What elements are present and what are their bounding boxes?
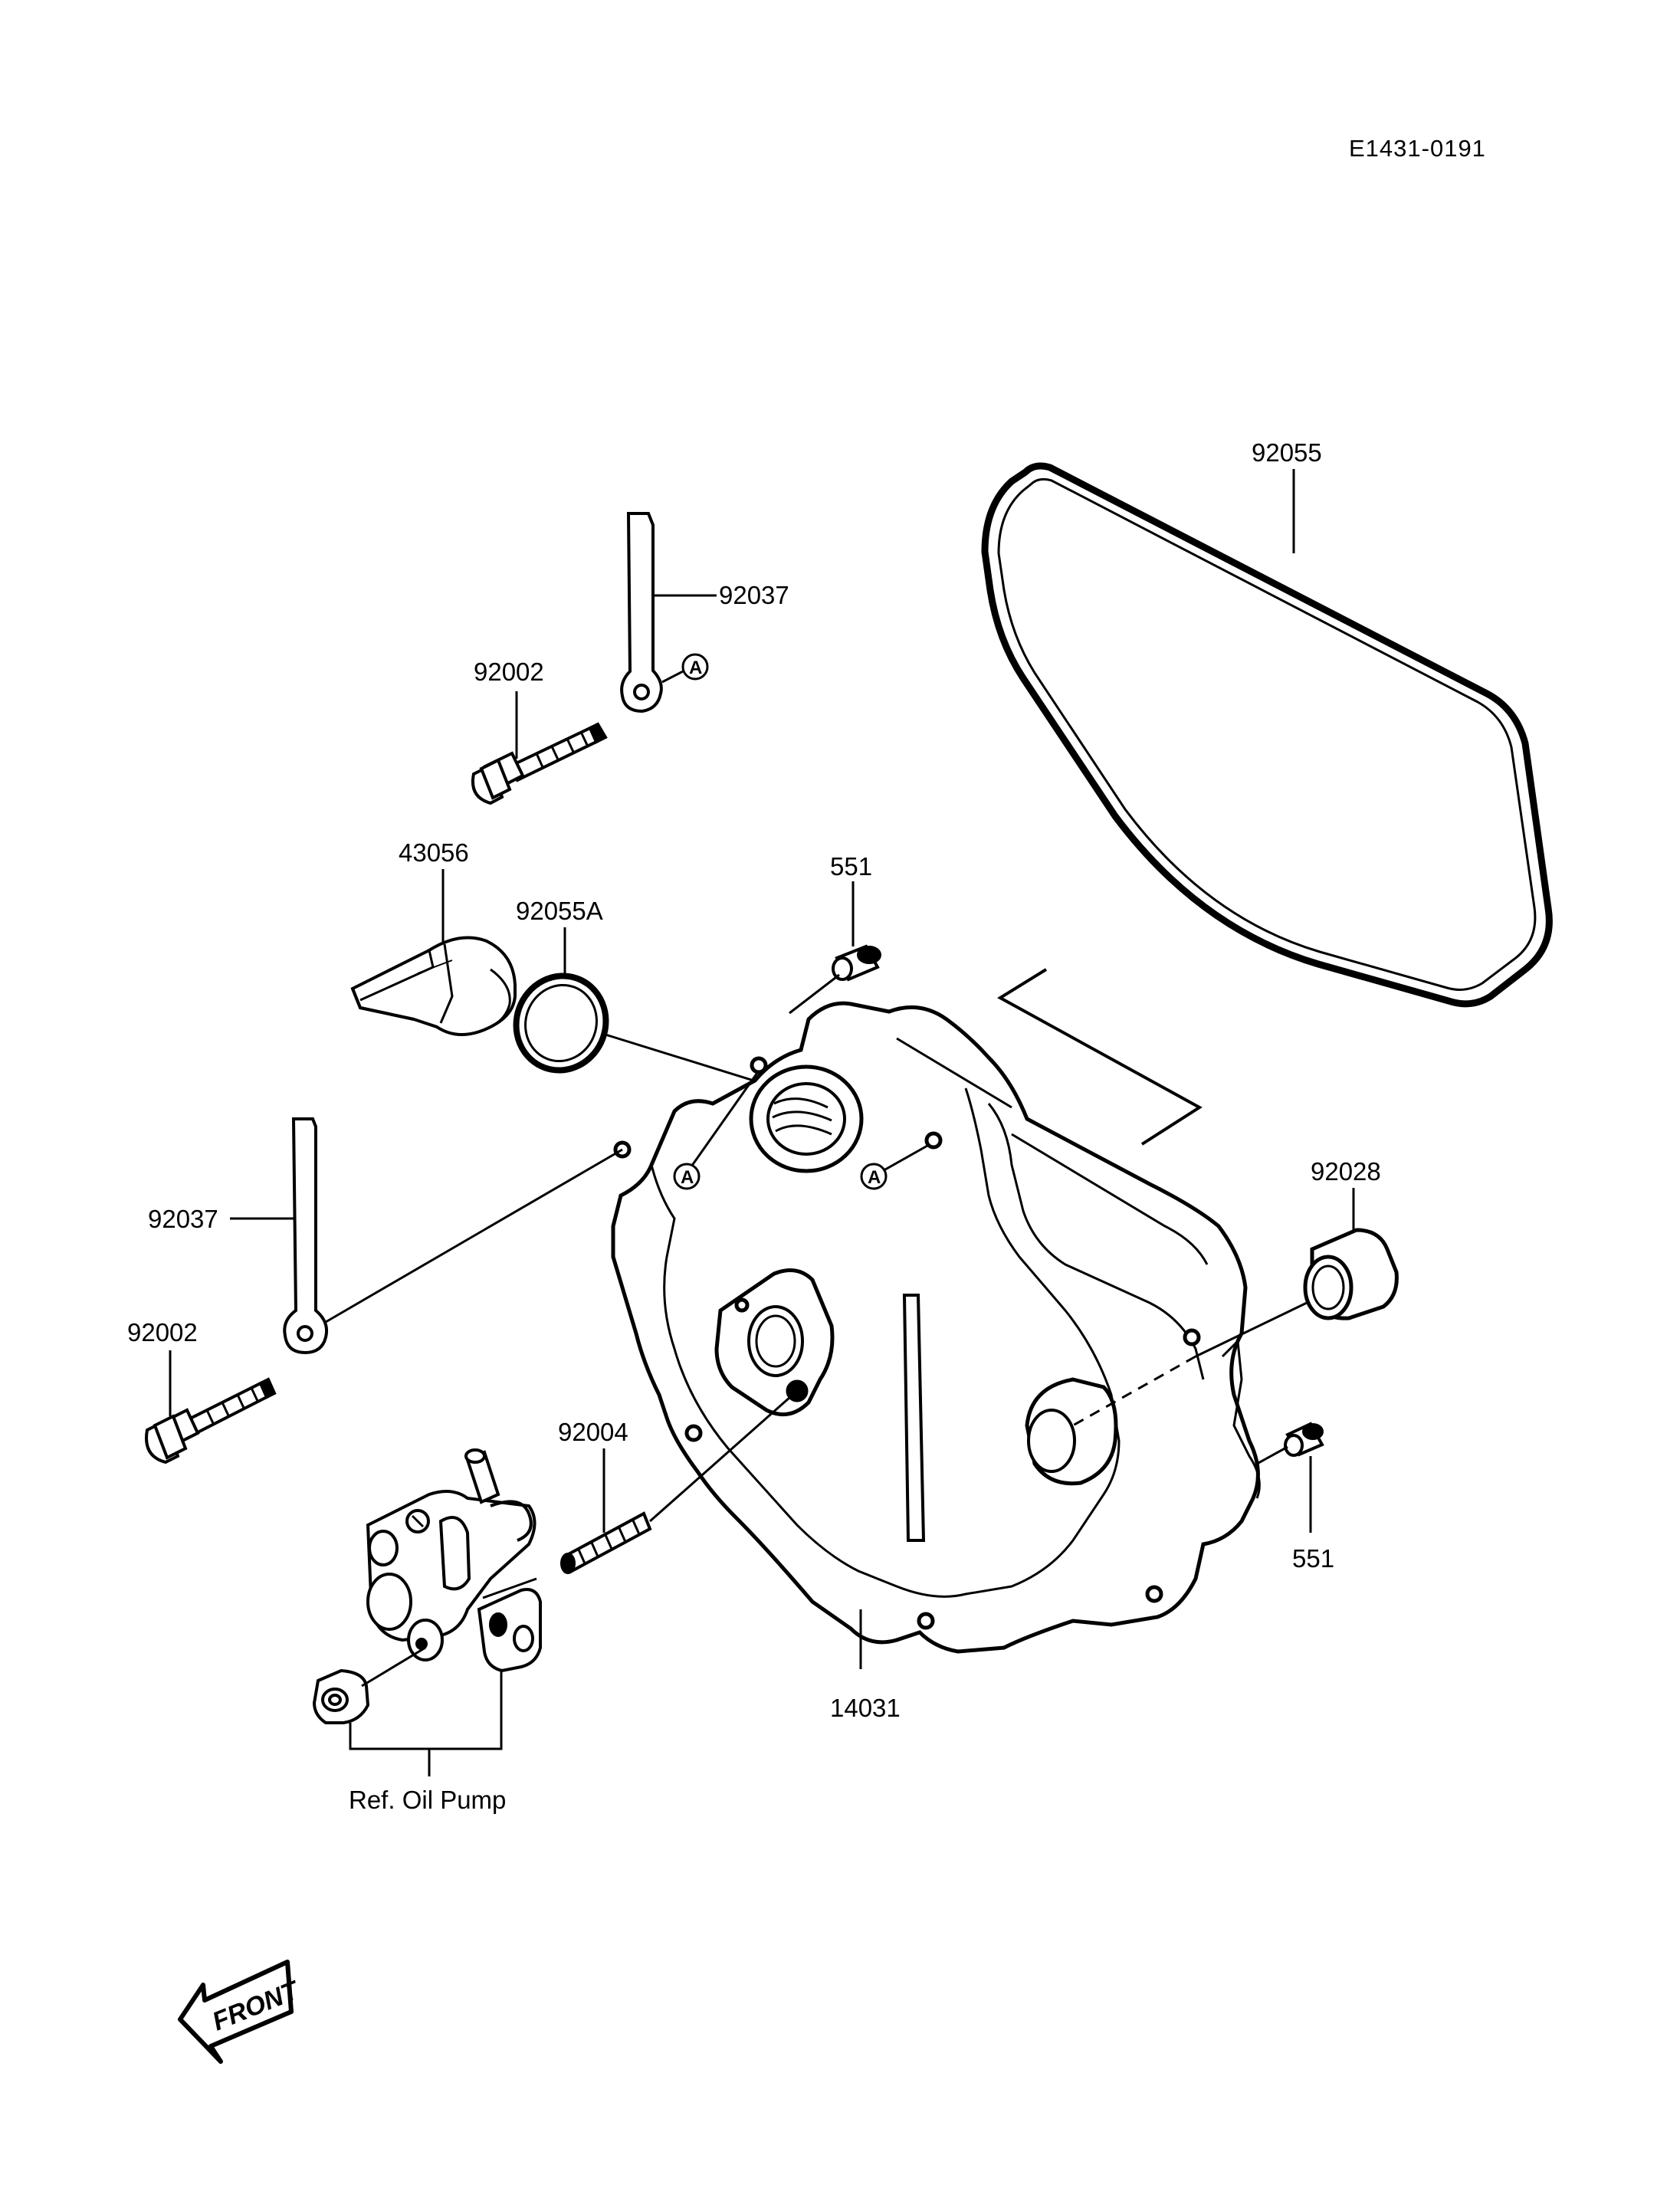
oil-cap-43056 <box>350 936 517 1036</box>
mark-a-icon <box>681 653 709 681</box>
label-dowel-top: 551 <box>830 852 872 881</box>
mark-a-label: A <box>689 658 702 678</box>
label-cover: 14031 <box>830 1694 901 1722</box>
oring-92055a <box>513 973 609 1074</box>
label-bolt-top: 92002 <box>474 658 544 686</box>
label-collar: 92028 <box>1311 1157 1381 1186</box>
label-strap-top: 92037 <box>719 581 789 609</box>
engine-cover-14031 <box>611 1001 1261 1654</box>
collar-92028 <box>1303 1228 1399 1320</box>
bolt-left-92002 <box>145 1377 277 1465</box>
dowel-right-551 <box>1284 1422 1324 1457</box>
bolt-top-92002 <box>471 722 608 805</box>
strap-top-92037 <box>620 512 663 713</box>
diagram-code: E1431-0191 <box>1349 135 1486 162</box>
stud-92004 <box>560 1511 652 1574</box>
mark-a-label-3: A <box>868 1167 881 1188</box>
label-strap-left: 92037 <box>148 1205 218 1233</box>
nut-icon <box>312 1668 370 1724</box>
cover-outline-z <box>997 968 1203 1146</box>
gasket-92055 <box>981 462 1553 1008</box>
label-stud: 92004 <box>558 1418 628 1446</box>
mark-a-label-2: A <box>681 1167 694 1188</box>
front-arrow-icon: FRONT <box>178 1960 305 2064</box>
dowel-top-551 <box>832 944 881 982</box>
ref-bracket <box>349 1671 503 1750</box>
label-gasket: 92055 <box>1252 438 1322 467</box>
mark-a-icon-2 <box>673 1163 701 1190</box>
ref-oil-pump-label: Ref. Oil Pump <box>349 1786 506 1814</box>
label-dowel-right: 551 <box>1292 1544 1334 1573</box>
label-oring: 92055A <box>516 897 603 925</box>
oil-pump-reference <box>366 1448 542 1673</box>
label-bolt-left: 92002 <box>127 1318 198 1347</box>
strap-left-92037 <box>283 1117 329 1355</box>
mark-a-icon-3 <box>860 1163 888 1190</box>
label-cap: 43056 <box>399 838 469 867</box>
